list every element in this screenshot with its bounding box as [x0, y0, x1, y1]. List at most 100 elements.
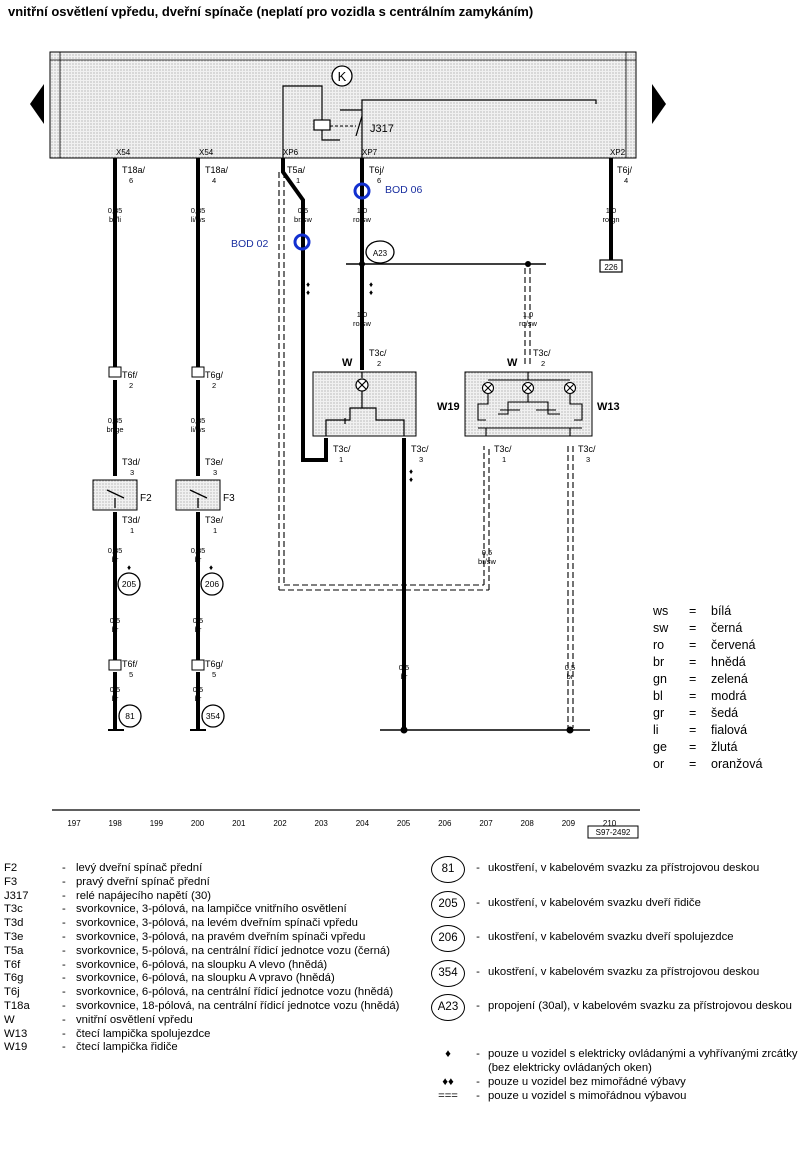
wire-c205-e: 0,5	[399, 663, 409, 672]
symbol-desc: ukostření, v kabelovém svazku dveří řidi…	[488, 897, 701, 909]
color-legend-row: br=hnědá	[653, 655, 762, 672]
component-legend-entry: W-vnitřní osvětlení vpředu	[4, 1014, 404, 1028]
symbol-desc: pouze u vozidel s mimořádnou výbavou	[488, 1090, 687, 1102]
wire-c202-a: 0,5	[298, 206, 308, 215]
component-code: T6g	[4, 972, 24, 985]
wire-c200-d2: br	[195, 625, 202, 634]
legend-dash: -	[62, 958, 66, 971]
pin-t6f-2: T6f/	[122, 370, 138, 380]
wire-c209-e2: br	[567, 672, 574, 681]
wire-c209-e: 0,5	[565, 663, 575, 672]
color-legend-row: gr=šedá	[653, 706, 762, 723]
component-legend-entry: T3e-svorkovnice, 3-pólová, na pravém dve…	[4, 931, 404, 945]
wire-c198-e2: br	[112, 694, 119, 703]
legend-dash: -	[476, 862, 480, 874]
pin-t6j-6-num: 6	[377, 176, 381, 185]
wire-c200-b: 0,35	[191, 416, 206, 425]
symbol-legend-entry: ♦♦-pouze u vozidel bez mimořádné výbavy	[428, 1076, 800, 1090]
pin-w13-t3c-3-num: 3	[586, 455, 590, 464]
wire-c204-b2: ro/sw	[353, 319, 372, 328]
component-desc: levý dveřní spínač přední	[76, 862, 203, 874]
bod-02-label: BOD 02	[231, 238, 269, 250]
color-abbr: gn	[653, 672, 667, 686]
arrow-right-icon[interactable]	[652, 84, 666, 124]
color-abbr: or	[653, 757, 665, 771]
pin-t3e-1-num: 1	[213, 526, 217, 535]
arrow-left-icon[interactable]	[30, 84, 44, 124]
grid-label: 205	[397, 819, 411, 828]
wire-c210-a: 1,0	[606, 206, 616, 215]
conn-x54-b: X54	[199, 148, 214, 157]
symbol-desc: propojení (30al), v kabelovém svazku za …	[488, 1000, 792, 1012]
legend-dash: -	[62, 903, 66, 916]
component-desc: svorkovnice, 3-pólová, na levém dveřním …	[76, 917, 358, 930]
wire-c208-b2: ro/sw	[519, 319, 538, 328]
component-desc: čtecí lampička řidiče	[76, 1041, 178, 1054]
wire-c198-a2: br/li	[109, 215, 121, 224]
node-a23: A23	[373, 249, 388, 258]
bod-06-marker[interactable]	[353, 182, 371, 200]
ground-81: 81	[125, 711, 135, 721]
wire-c198-c2: br	[112, 555, 119, 564]
symbol-desc: ukostření, v kabelovém svazku za přístro…	[488, 966, 760, 978]
wire-c200-c: 0,35	[191, 546, 206, 555]
symbol-circle: A23	[431, 994, 465, 1021]
relay-k-label: K	[338, 69, 347, 84]
component-code: W	[4, 1013, 15, 1026]
component-desc: čtecí lampička spolujezdce	[76, 1027, 211, 1040]
pin-t18a-6-num: 6	[129, 176, 133, 185]
grid-label: 197	[67, 819, 81, 828]
symbol-legend-entry: 354-ukostření, v kabelovém svazku za pří…	[428, 960, 800, 987]
color-name: modrá	[711, 689, 747, 703]
color-name: červená	[711, 638, 756, 652]
color-name: fialová	[711, 723, 748, 737]
color-name: žlutá	[711, 740, 738, 754]
legend-dash: -	[476, 1000, 480, 1012]
bod-02-marker[interactable]	[293, 233, 311, 251]
symbol-desc: ukostření, v kabelovém svazku za přístro…	[488, 862, 760, 874]
legend-dash: -	[62, 1027, 66, 1040]
central-unit-band	[49, 51, 637, 159]
color-eq: =	[689, 638, 697, 652]
wire-c198-a: 0,35	[108, 206, 123, 215]
wire-c200-d: 0,5	[193, 616, 203, 625]
color-name: šedá	[711, 706, 739, 720]
component-code: F2	[4, 862, 18, 874]
color-name: oranžová	[711, 757, 763, 771]
symbol-legend-entry: ===-pouze u vozidel s mimořádnou výbavou	[428, 1090, 800, 1104]
component-desc: pravý dveřní spínač přední	[76, 875, 210, 888]
ground-206: 206	[205, 579, 219, 589]
color-abbr: gr	[653, 706, 665, 720]
label-w13: W13	[597, 401, 620, 413]
component-legend-entry: T3c-svorkovnice, 3-pólová, na lampičce v…	[4, 903, 404, 917]
label-f3: F3	[223, 493, 235, 504]
grid-label: 198	[109, 819, 123, 828]
component-legend-entry: F3-pravý dveřní spínač přední	[4, 876, 404, 890]
legend-dash: -	[62, 1013, 66, 1026]
pin-w-t3c-3-num: 3	[419, 455, 423, 464]
color-eq: =	[689, 604, 697, 618]
label-w19: W19	[437, 401, 460, 413]
legend-dash: -	[62, 930, 66, 943]
color-name: zelená	[711, 672, 748, 686]
component-desc: svorkovnice, 6-pólová, na sloupku A vpra…	[76, 972, 335, 985]
grid-label: 199	[150, 819, 164, 828]
grid-label: 203	[315, 819, 329, 828]
color-eq: =	[689, 740, 697, 754]
svg-text:♦: ♦	[127, 563, 131, 572]
label-w-right: W	[507, 357, 518, 369]
grid-label: 209	[562, 819, 576, 828]
grid-label: 202	[273, 819, 287, 828]
component-legend-entry: J317-relé napájecího napětí (30)	[4, 890, 404, 904]
legend-dash: -	[62, 1041, 66, 1054]
component-code: W13	[4, 1027, 28, 1040]
component-legend-entry: T5a-svorkovnice, 5-pólová, na centrální …	[4, 945, 404, 959]
color-eq: =	[689, 655, 697, 669]
color-name: černá	[711, 621, 743, 635]
symbol-desc: pouze u vozidel s elektricky ovládanými …	[488, 1048, 798, 1074]
color-name: bílá	[711, 604, 732, 618]
label-f2: F2	[140, 493, 152, 504]
wire-c200-b2: li/ws	[191, 425, 206, 434]
